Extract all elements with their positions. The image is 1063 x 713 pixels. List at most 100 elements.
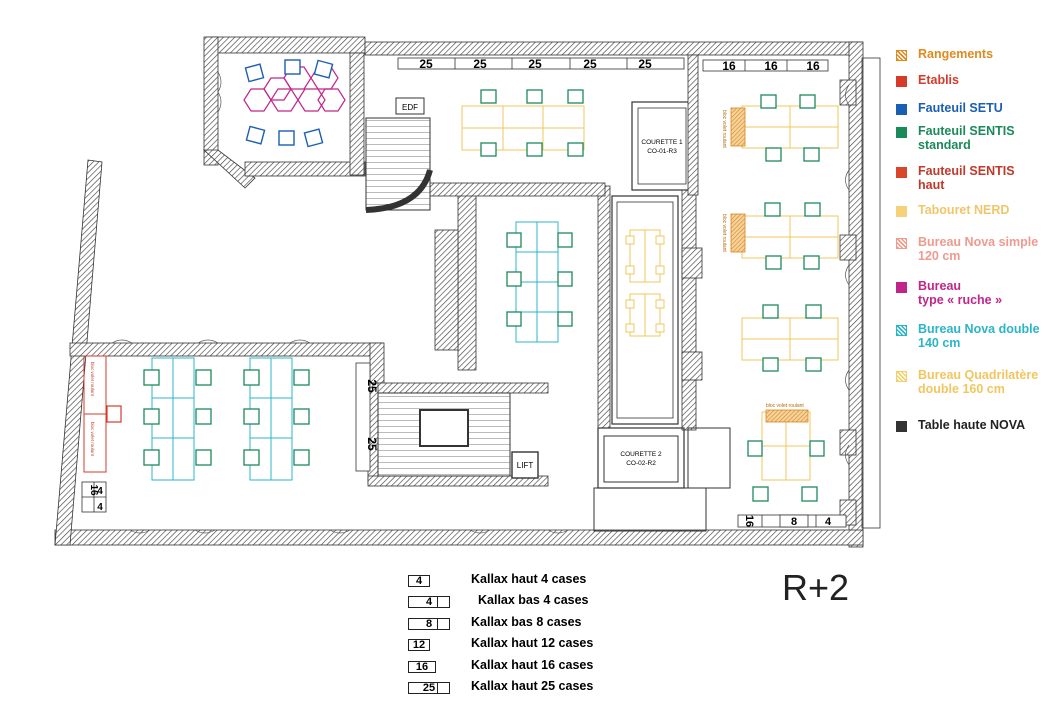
- kallax-bottom-right: [737, 514, 847, 528]
- kallax-25-label: 25: [473, 57, 487, 71]
- legend-label: Bureau Nova double 140 cm: [918, 322, 1040, 350]
- kallax-4-label: 4: [97, 502, 103, 513]
- table-haute-center: [629, 229, 661, 337]
- kallax-25-vertical-label: 25: [365, 379, 379, 393]
- kallax-16-label: 16: [743, 515, 755, 527]
- kallax-25-label: 25: [419, 57, 433, 71]
- bloc-volet-label: bloc volet roulant: [90, 422, 95, 457]
- walls: [54, 36, 881, 548]
- legend-swatch: [896, 371, 907, 382]
- legend-item: Fauteuil SENTIS standard: [896, 124, 1015, 152]
- legend-item: Tabouret NERD: [896, 203, 1009, 217]
- rangement-2: [730, 213, 746, 253]
- kallax-legend-label: Kallax haut 25 cases: [471, 679, 594, 693]
- kallax-legend-label: Kallax bas 4 cases: [478, 593, 589, 607]
- legend-label: Rangements: [918, 47, 994, 61]
- legend-label: Fauteuil SENTIS haut: [918, 164, 1015, 192]
- legend-label: Bureau Quadrilatère double 160 cm: [918, 368, 1039, 396]
- kallax-legend-label: Kallax haut 4 cases: [471, 572, 587, 586]
- legend-label: Tabouret NERD: [918, 203, 1010, 217]
- desk-nova-double-left: [151, 357, 293, 481]
- legend-swatch: [896, 325, 907, 336]
- kallax-legend-box: 8: [408, 618, 450, 630]
- kallax-legend-label: Kallax haut 16 cases: [471, 658, 594, 672]
- legend-label: Table haute NOVA: [918, 418, 1026, 432]
- legend-swatch: [896, 238, 907, 249]
- kallax-legend-item: 8: [408, 616, 450, 632]
- kallax-legend-box: 12: [408, 639, 430, 651]
- bloc-volet-label: bloc volet roulant: [721, 110, 727, 148]
- legend-swatch: [896, 167, 907, 178]
- kallax-16-label: 16: [806, 59, 820, 73]
- stair-middle: LIFT: [377, 392, 539, 479]
- legend-label: Fauteuil SETU: [918, 101, 1003, 115]
- fauteuil-sentis-haut: [106, 405, 122, 423]
- kallax-4-label: 4: [825, 516, 832, 528]
- desk-nova-double-center: [515, 221, 559, 343]
- legend-item: Bureau Quadrilatère double 160 cm: [896, 368, 1038, 396]
- kallax-top-right: [702, 59, 829, 72]
- kallax-16-label: 16: [722, 59, 736, 73]
- desk-quadrilatere-right: [741, 105, 839, 481]
- legend-swatch: [896, 421, 907, 432]
- kallax-legend-label: Kallax bas 8 cases: [471, 615, 582, 629]
- legend-item: Bureau Nova simple 120 cm: [896, 235, 1038, 263]
- legend-label: Bureau Nova simple 120 cm: [918, 235, 1039, 263]
- legend-swatch: [896, 282, 907, 293]
- fauteuil-sentis-standard-group: [143, 89, 825, 502]
- kallax-legend-label: Kallax haut 12 cases: [471, 636, 594, 650]
- tabouret-nerd-group: [625, 235, 665, 333]
- kallax-25-label: 25: [583, 57, 597, 71]
- kallax-legend-box: 16: [408, 661, 436, 673]
- kallax-legend-item: 4: [408, 594, 450, 610]
- stair-top: EDF: [365, 97, 433, 213]
- bloc-volet-label: bloc volet roulant: [766, 403, 804, 409]
- legend-item: Fauteuil SETU: [896, 101, 1003, 115]
- legend-item: Table haute NOVA: [896, 418, 1025, 432]
- courette-1-code: CO-01-R3: [647, 148, 677, 155]
- legend-swatch: [896, 76, 907, 87]
- courette-2-code: CO-02-R2: [626, 460, 656, 467]
- kallax-legend-item: 4: [408, 573, 430, 589]
- desk-quadrilatere-top: [461, 105, 585, 151]
- kallax-legend-box: 25: [408, 682, 450, 694]
- kallax-legend-item: 16: [408, 659, 436, 675]
- legend-item: Fauteuil SENTIS haut: [896, 164, 1015, 192]
- kallax-4-label: 4: [97, 486, 103, 497]
- legend-label: Fauteuil SENTIS standard: [918, 124, 1015, 152]
- kallax-25-label: 25: [638, 57, 652, 71]
- desk-ruche: [243, 66, 346, 112]
- legend-swatch: [896, 50, 907, 61]
- kallax-25-label: 25: [528, 57, 542, 71]
- kallax-legend-box: 4: [408, 596, 450, 608]
- legend-label: Bureau type « ruche »: [918, 279, 1003, 307]
- kallax-legend-box: 4: [408, 575, 430, 587]
- bloc-volet-label: bloc volet roulant: [90, 362, 95, 397]
- fauteuil-setu-group: [244, 59, 334, 148]
- legend-label: Etablis: [918, 73, 959, 87]
- kallax-top-row: [397, 57, 685, 70]
- legend-swatch: [896, 206, 907, 217]
- legend-item: Etablis: [896, 73, 959, 87]
- legend-item: Bureau Nova double 140 cm: [896, 322, 1040, 350]
- kallax-left-vertical: [355, 362, 371, 472]
- kallax-25-vertical-label: 25: [365, 437, 379, 451]
- courette-2-title: COURETTE 2: [620, 451, 662, 458]
- rangement-1: [730, 107, 746, 147]
- lift-label: LIFT: [517, 461, 534, 470]
- kallax-16-label: 16: [764, 59, 778, 73]
- kallax-16-label: 16: [88, 484, 99, 496]
- legend-item: Rangements: [896, 47, 993, 61]
- courette-1-title: COURETTE 1: [641, 139, 683, 146]
- kallax-8-label: 8: [791, 516, 797, 528]
- legend-swatch: [896, 127, 907, 138]
- floor-label: R+2: [782, 567, 850, 608]
- kallax-legend-item: 25: [408, 680, 450, 696]
- legend-item: Bureau type « ruche »: [896, 279, 1002, 307]
- rangement-3: [765, 409, 809, 423]
- edf-label: EDF: [402, 103, 418, 112]
- kallax-left-corner: [81, 481, 107, 513]
- kallax-legend-item: 12: [408, 637, 430, 653]
- windows: [111, 71, 850, 534]
